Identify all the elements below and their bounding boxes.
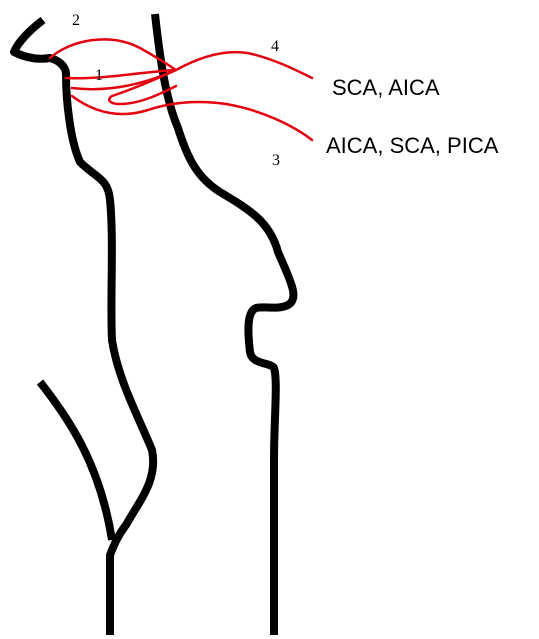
marker-3: 3 bbox=[272, 152, 280, 169]
label-aica-sca-pica: AICA, SCA, PICA bbox=[326, 133, 499, 158]
marker-4: 4 bbox=[271, 38, 279, 55]
outline-right-contour bbox=[155, 14, 293, 635]
outline-lower-branch bbox=[40, 382, 112, 540]
vessel-3-to-lower-label bbox=[72, 96, 312, 140]
marker-1: 1 bbox=[95, 67, 103, 84]
label-sca-aica: SCA, AICA bbox=[332, 75, 440, 100]
vessel-4-to-upper-label bbox=[176, 52, 312, 78]
marker-2: 2 bbox=[72, 12, 80, 29]
